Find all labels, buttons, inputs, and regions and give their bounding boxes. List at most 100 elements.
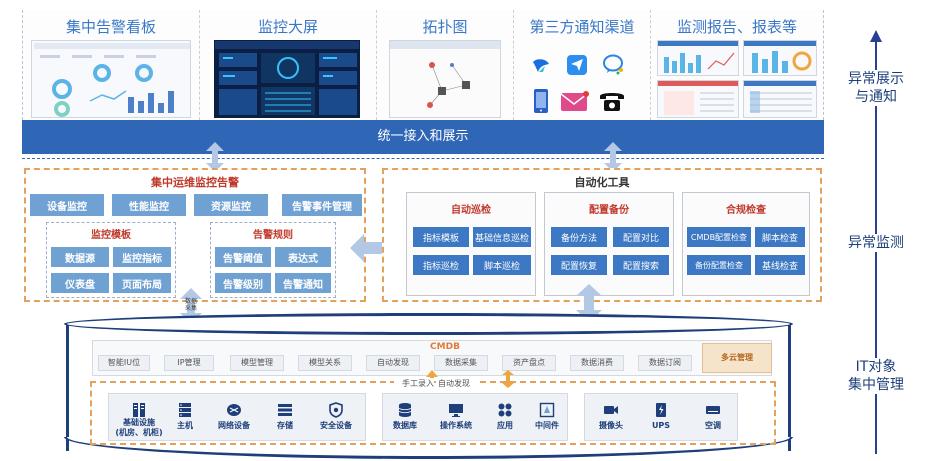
script-check-button[interactable]: 脚本检查 [755,227,805,247]
resource-label: 网络设备 [218,421,250,430]
automation-tools-section: 自动化工具 自动巡检 指标模板 基础信息巡检 指标巡检 脚本巡检 配置备份 备份… [382,168,822,302]
report-thumbnail-4 [743,80,817,118]
cmdb-chip-auto-discovery[interactable]: 自动发现 [366,355,420,371]
resource-camera[interactable]: 摄像头 [589,394,633,442]
group-title: 告警规则 [253,230,293,241]
dingtalk-icon [533,59,549,72]
panel-alert-dashboard[interactable]: 集中告警看板 [23,10,200,120]
side-label-display-notify: 异常展示 与通知 [831,70,921,106]
group-title: 自动巡检 [451,205,491,216]
monitor-template-group: 监控模板 数据源 监控指标 仪表盘 页面布局 [46,222,176,298]
panel-title: 第三方通知渠道 [529,18,635,36]
device-monitor-button[interactable]: 设备监控 [30,194,104,216]
cmdb-title: CMDB [430,342,460,352]
data-collection-label: 数据采集 [184,298,197,312]
cmdb-chip-asset-inventory[interactable]: 资产盘点 [502,355,556,371]
alert-event-button[interactable]: 告警事件管理 [282,194,362,216]
resource-application[interactable]: 应用 [487,394,523,442]
resource-label: 摄像头 [599,421,623,430]
section-title: 自动化工具 [574,176,630,189]
cmdb-chip-smart-u[interactable]: 智能IU位 [98,355,150,371]
resource-database[interactable]: 数据库 [385,394,425,442]
database-icon [398,403,412,417]
metric-template-button[interactable]: 指标模板 [413,227,469,247]
report-thumbnail-2 [743,40,817,76]
dashboard-button[interactable]: 仪表盘 [51,273,109,293]
group-title: 合规检查 [726,205,766,216]
panel-topology[interactable]: 拓扑图 [377,10,514,120]
cmdb-chip-data-subscription[interactable]: 数据订阅 [638,355,692,371]
auto-inspection-group: 自动巡检 指标模板 基础信息巡检 指标巡检 脚本巡检 [406,192,536,296]
panel-reports[interactable]: 监测报告、报表等 [651,10,823,120]
panel-title: 拓扑图 [422,18,468,36]
monitor-metric-button[interactable]: 监控指标 [113,247,171,267]
metric-inspection-button[interactable]: 指标巡检 [413,255,469,275]
infrastructure-resource-group: 基础设施 (机房、机柜) 主机 网络设备 存储 安全设备 [108,393,366,441]
panel-monitor-screen[interactable]: 监控大屏 [200,10,377,120]
cmdb-chip-data-collection[interactable]: 数据采集 [434,355,488,371]
backup-config-check-button[interactable]: 备份配置检查 [687,255,751,275]
double-arrow-vertical-icon [604,142,622,172]
panel-third-party-channels[interactable]: 第三方通知渠道 [514,10,651,120]
config-compare-button[interactable]: 配置对比 [613,227,669,247]
resource-host[interactable]: 主机 [165,394,205,442]
resource-monitor-button[interactable]: 资源监控 [194,194,268,216]
resource-network-device[interactable]: 网络设备 [209,394,259,442]
section-title: 集中运维监控告警 [151,176,239,189]
app-icon [498,403,512,417]
monitor-screen-thumbnail [214,40,360,118]
topology-thumbnail [389,40,501,118]
ups-icon [656,403,666,417]
data-source-button[interactable]: 数据源 [51,247,109,267]
cmdb-cylinder-top [64,313,793,335]
alert-rules-group: 告警规则 告警阈值 表达式 告警级别 告警通知 [210,222,336,298]
panel-title: 集中告警看板 [65,18,156,36]
double-arrow-vertical-icon [206,142,224,172]
performance-monitor-button[interactable]: 性能监控 [112,194,186,216]
baseline-check-button[interactable]: 基线检查 [755,255,805,275]
multi-cloud-button[interactable]: 多云管理 [702,343,772,373]
auto-discovery-label: 自动发现 [438,378,478,389]
manual-entry-label: 手工录入 [394,378,434,389]
camera-icon [604,406,618,414]
resource-security-device[interactable]: 安全设备 [309,394,363,442]
telephone-icon [600,93,624,111]
compliance-check-group: 合规检查 CMDB配置检查 脚本检查 备份配置检查 基线检查 [682,192,810,296]
resource-label: 操作系统 [440,421,472,430]
cmdb-chip-model-relation[interactable]: 模型关系 [298,355,352,371]
shield-icon [329,402,343,418]
alert-level-button[interactable]: 告警级别 [215,273,271,293]
expression-button[interactable]: 表达式 [275,247,331,267]
config-restore-button[interactable]: 配置恢复 [551,255,607,275]
panel-title: 监控大屏 [257,18,318,36]
layer-separator [22,158,824,159]
group-title: 监控模板 [91,230,131,241]
cmdb-chip-ip[interactable]: IP管理 [164,355,214,371]
script-inspection-button[interactable]: 脚本巡检 [473,255,531,275]
phone-app-icon [534,89,548,113]
alert-threshold-button[interactable]: 告警阈值 [215,247,271,267]
network-icon [227,404,241,416]
resource-label: 存储 [277,421,293,430]
cmdb-chip-model-mgmt[interactable]: 模型管理 [230,355,284,371]
config-search-button[interactable]: 配置搜索 [613,255,669,275]
backup-method-button[interactable]: 备份方法 [551,227,607,247]
alert-notify-button[interactable]: 告警通知 [275,273,331,293]
double-arrow-vertical-icon [576,284,602,322]
email-icon [560,91,589,111]
resource-ups[interactable]: UPS [641,394,681,442]
resource-air-conditioner[interactable]: 空调 [691,394,735,442]
resource-storage[interactable]: 存储 [265,394,305,442]
page-layout-button[interactable]: 页面布局 [113,273,171,293]
monitoring-alert-section: 集中运维监控告警 设备监控 性能监控 资源监控 告警事件管理 监控模板 数据源 … [24,168,366,302]
resource-infrastructure[interactable]: 基础设施 (机房、机柜) [111,394,167,442]
basic-info-inspection-button[interactable]: 基础信息巡检 [473,227,531,247]
resource-middleware[interactable]: 中间件 [527,394,567,442]
cmdb-chip-data-consumption[interactable]: 数据消费 [570,355,624,371]
storage-icon [278,404,292,416]
resource-label: 安全设备 [320,421,352,430]
cmdb-config-check-button[interactable]: CMDB配置检查 [687,227,751,247]
server-icon [179,403,191,417]
resource-os[interactable]: 操作系统 [433,394,479,442]
aircon-icon [706,406,720,414]
